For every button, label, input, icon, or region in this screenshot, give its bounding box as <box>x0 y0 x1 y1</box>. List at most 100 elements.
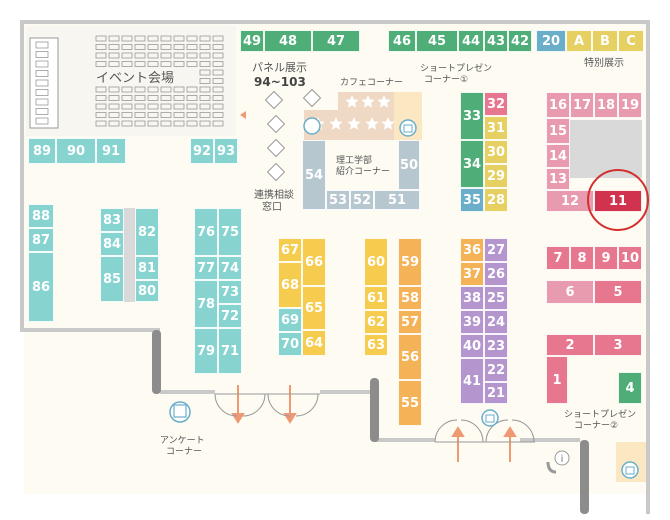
booth-61[interactable]: 61 <box>364 286 388 310</box>
booth-81[interactable]: 81 <box>135 256 159 280</box>
booth-77[interactable]: 77 <box>194 256 218 280</box>
booth-8[interactable]: 8 <box>570 246 594 270</box>
booth-18[interactable]: 18 <box>594 92 618 118</box>
seat <box>199 112 211 118</box>
booth-50[interactable]: 50 <box>398 140 420 190</box>
booth-92[interactable]: 92 <box>190 138 214 164</box>
booth-75[interactable]: 75 <box>218 208 242 256</box>
booth-9[interactable]: 9 <box>594 246 618 270</box>
booth-13[interactable]: 13 <box>546 168 570 190</box>
booth-17[interactable]: 17 <box>570 92 594 118</box>
booth-80[interactable]: 80 <box>135 280 159 302</box>
booth-48[interactable]: 48 <box>264 30 312 52</box>
booth-46[interactable]: 46 <box>388 30 416 52</box>
booth-27[interactable]: 27 <box>484 238 508 262</box>
panel-icon <box>266 162 286 182</box>
booth-3[interactable]: 3 <box>594 334 642 356</box>
booth-69[interactable]: 69 <box>278 308 302 332</box>
booth-37[interactable]: 37 <box>460 262 484 286</box>
booth-52[interactable]: 52 <box>350 190 374 210</box>
booth-58[interactable]: 58 <box>398 286 422 310</box>
booth-25[interactable]: 25 <box>484 286 508 310</box>
booth-68[interactable]: 68 <box>278 262 302 308</box>
booth-38[interactable]: 38 <box>460 286 484 310</box>
booth-31[interactable]: 31 <box>484 116 508 140</box>
booth-32[interactable]: 32 <box>484 92 508 116</box>
booth-10[interactable]: 10 <box>618 246 642 270</box>
booth-42[interactable]: 42 <box>508 30 532 52</box>
booth-89[interactable]: 89 <box>28 138 56 164</box>
booth-B[interactable]: B <box>592 30 618 52</box>
booth-55[interactable]: 55 <box>398 380 422 426</box>
booth-70[interactable]: 70 <box>278 332 302 356</box>
booth-44[interactable]: 44 <box>458 30 484 52</box>
booth-87[interactable]: 87 <box>28 228 54 252</box>
booth-24[interactable]: 24 <box>484 310 508 334</box>
booth-2[interactable]: 2 <box>546 334 594 356</box>
booth-90[interactable]: 90 <box>56 138 96 164</box>
booth-64[interactable]: 64 <box>302 330 326 356</box>
booth-1[interactable]: 1 <box>546 356 568 404</box>
booth-66[interactable]: 66 <box>302 238 326 286</box>
booth-74[interactable]: 74 <box>218 256 242 280</box>
booth-63[interactable]: 63 <box>364 334 388 356</box>
booth-14[interactable]: 14 <box>546 144 570 168</box>
booth-54[interactable]: 54 <box>302 140 326 210</box>
booth-71[interactable]: 71 <box>218 328 242 374</box>
booth-43[interactable]: 43 <box>484 30 508 52</box>
booth-12[interactable]: 12 <box>546 190 594 212</box>
booth-86[interactable]: 86 <box>28 252 54 322</box>
booth-84[interactable]: 84 <box>100 232 124 256</box>
booth-47[interactable]: 47 <box>312 30 360 52</box>
booth-36[interactable]: 36 <box>460 238 484 262</box>
booth-79[interactable]: 79 <box>194 328 218 374</box>
booth-4[interactable]: 4 <box>618 372 642 404</box>
booth-72[interactable]: 72 <box>218 304 242 328</box>
booth-59[interactable]: 59 <box>398 238 422 286</box>
booth-34[interactable]: 34 <box>460 140 484 188</box>
booth-41[interactable]: 41 <box>460 358 484 404</box>
booth-A[interactable]: A <box>566 30 592 52</box>
booth-6[interactable]: 6 <box>546 280 594 304</box>
booth-51[interactable]: 51 <box>374 190 420 210</box>
booth-15[interactable]: 15 <box>546 118 570 144</box>
booth-76[interactable]: 76 <box>194 208 218 256</box>
booth-49[interactable]: 49 <box>240 30 264 52</box>
booth-73[interactable]: 73 <box>218 280 242 304</box>
booth-28[interactable]: 28 <box>484 188 508 212</box>
booth-57[interactable]: 57 <box>398 310 422 334</box>
booth-22[interactable]: 22 <box>484 358 508 382</box>
booth-78[interactable]: 78 <box>194 280 218 328</box>
booth-56[interactable]: 56 <box>398 334 422 380</box>
booth-20[interactable]: 20 <box>536 30 566 52</box>
booth-65[interactable]: 65 <box>302 286 326 330</box>
booth-82[interactable]: 82 <box>135 208 159 256</box>
booth-45[interactable]: 45 <box>416 30 458 52</box>
booth-60[interactable]: 60 <box>364 238 388 286</box>
booth-5[interactable]: 5 <box>594 280 642 304</box>
booth-62[interactable]: 62 <box>364 310 388 334</box>
booth-83[interactable]: 83 <box>100 208 124 232</box>
booth-30[interactable]: 30 <box>484 140 508 164</box>
info-icon: i <box>546 450 570 474</box>
booth-85[interactable]: 85 <box>100 256 124 302</box>
booth-33[interactable]: 33 <box>460 92 484 140</box>
booth-39[interactable]: 39 <box>460 310 484 334</box>
booth-11[interactable]: 11 <box>594 190 642 212</box>
booth-19[interactable]: 19 <box>618 92 642 118</box>
booth-C[interactable]: C <box>618 30 644 52</box>
booth-7[interactable]: 7 <box>546 246 570 270</box>
booth-40[interactable]: 40 <box>460 334 484 358</box>
booth-93[interactable]: 93 <box>214 138 238 164</box>
booth-91[interactable]: 91 <box>96 138 126 164</box>
presenter-icon <box>621 461 639 479</box>
booth-21[interactable]: 21 <box>484 382 508 404</box>
booth-26[interactable]: 26 <box>484 262 508 286</box>
booth-53[interactable]: 53 <box>326 190 350 210</box>
booth-88[interactable]: 88 <box>28 204 54 228</box>
booth-67[interactable]: 67 <box>278 238 302 262</box>
booth-29[interactable]: 29 <box>484 164 508 188</box>
booth-16[interactable]: 16 <box>546 92 570 118</box>
booth-35[interactable]: 35 <box>460 188 484 212</box>
booth-23[interactable]: 23 <box>484 334 508 358</box>
